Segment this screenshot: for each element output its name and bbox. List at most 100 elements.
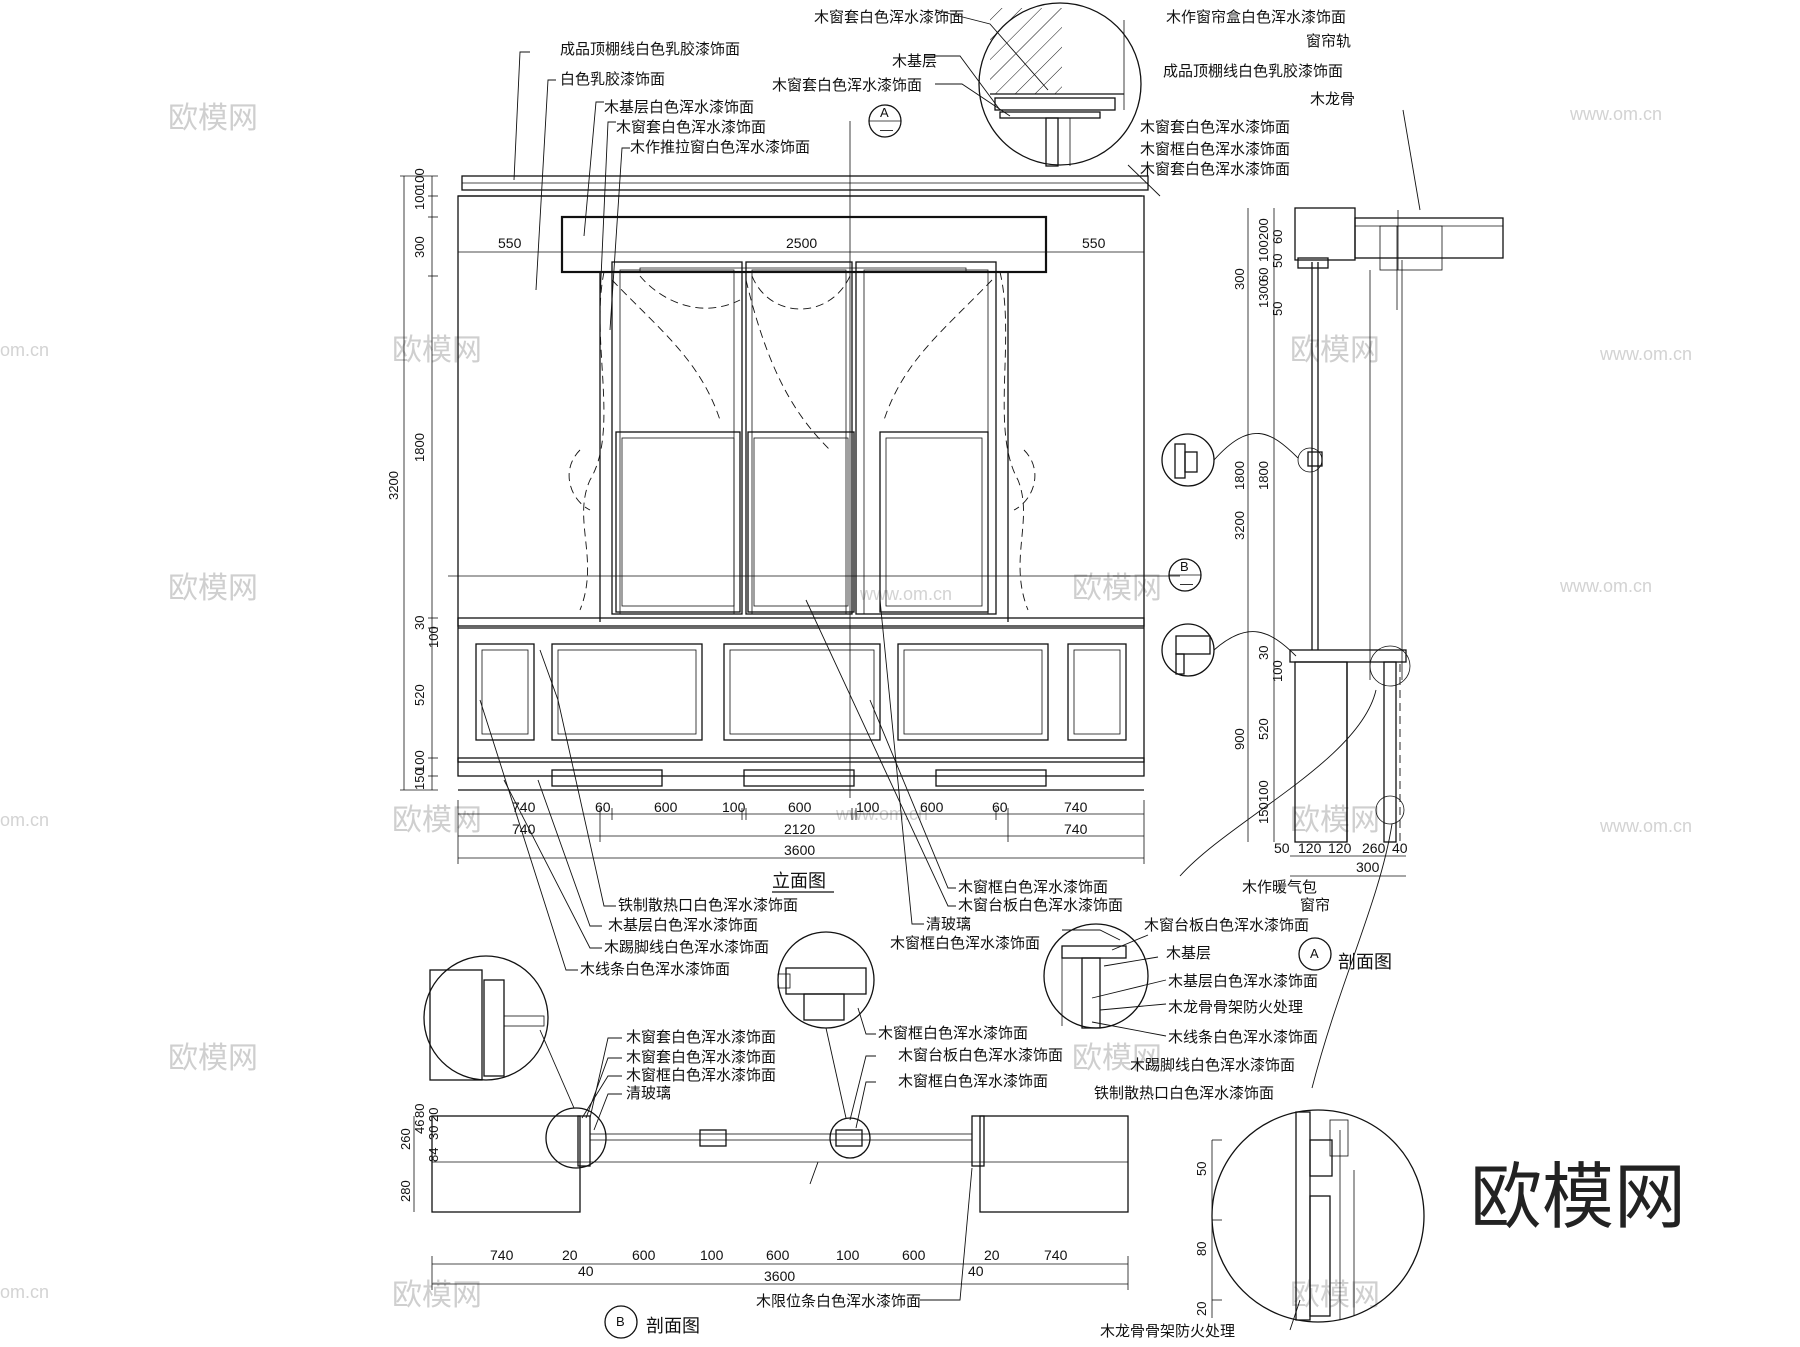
dim-bot2-740b: 740: [1064, 821, 1088, 837]
label-wood-keel: 木龙骨: [1310, 90, 1355, 108]
watermark-text: 欧模网: [392, 1278, 482, 1313]
label-b-sill: 木窗台板白色浑水漆饰面: [898, 1046, 1063, 1064]
label-b-frame2: 木窗框白色浑水漆饰面: [898, 1072, 1048, 1090]
detail-sill-labels: 木窗台板白色浑水漆饰面 木基层 木基层白色浑水漆饰面 木龙骨骨架防火处理 木线条…: [1094, 916, 1318, 1340]
dim-bot-60a: 60: [595, 799, 611, 815]
label-radiator-box: 木作暖气包: [1242, 878, 1317, 896]
marker-a-dash: —: [880, 122, 893, 137]
label-skirting: 木踢脚线白色浑水漆饰面: [604, 938, 769, 956]
label-b-casing1: 木窗套白色浑水漆饰面: [626, 1028, 776, 1046]
sa-dim-300: 300: [1232, 268, 1247, 290]
detail-top-circle: [925, 2, 1161, 197]
dim-bot-740b: 740: [1064, 799, 1088, 815]
dim-bot2-2120: 2120: [784, 821, 815, 837]
section-b-drawing: [413, 931, 1129, 1339]
sa-dim-100b: 100: [1270, 660, 1285, 682]
sa-dim-1300: 1300: [1256, 279, 1271, 308]
section-a-dims: 200 100 300 1800 1800 30 100 520 100 150…: [1232, 218, 1408, 875]
label-ceiling-line: 成品顶棚线白色乳胶漆饰面: [560, 40, 740, 58]
elevation-title: 立面图: [772, 871, 826, 892]
label-white-latex: 白色乳胶漆饰面: [560, 70, 665, 88]
dim-bot-740a: 740: [512, 799, 536, 815]
label-b-frame-mid: 木窗框白色浑水漆饰面: [878, 1024, 1028, 1042]
dim-left-100b: 100: [412, 168, 427, 190]
label-wood-strip: 木线条白色浑水漆饰面: [580, 960, 730, 978]
dim-top-2500: 2500: [786, 235, 817, 251]
dim-bot2-740a: 740: [512, 821, 536, 837]
watermark-text: 欧模网: [168, 571, 258, 606]
label-radiator-vent: 铁制散热口白色浑水漆饰面: [618, 896, 798, 914]
label-b-glass: 清玻璃: [626, 1084, 671, 1102]
dim-bot-600a: 600: [654, 799, 678, 815]
label-frame-white: 木窗框白色浑水漆饰面: [958, 878, 1108, 896]
watermark-text: 欧模网: [392, 803, 482, 838]
dim-left-300: 300: [412, 236, 427, 258]
sa-dim-b260: 260: [1362, 840, 1386, 856]
watermark-url: www.om.cn: [1599, 816, 1692, 836]
label-ceiling-line-r: 成品顶棚线白色乳胶漆饰面: [1163, 62, 1343, 80]
sb-dim-20: 20: [426, 1108, 441, 1122]
watermark-text: 欧模网: [1072, 1041, 1162, 1076]
sb-dim-84: 84: [426, 1148, 441, 1162]
dim-bot-100b: 100: [856, 799, 880, 815]
watermark-url: www.om.cn: [1599, 344, 1692, 364]
sa-dim-1800b: 1800: [1256, 461, 1271, 490]
watermark-url: www.om.cn: [859, 584, 952, 604]
dim-top-550-right: 550: [1082, 235, 1106, 251]
label-wood-casing-white: 木窗套白色浑水漆饰面: [616, 118, 766, 136]
watermark-url-short: om.cn: [0, 810, 49, 830]
watermark-url: www.om.cn: [1559, 576, 1652, 596]
sa-dim-900: 900: [1232, 728, 1247, 750]
sa-dim-60b: 60: [1256, 268, 1271, 282]
detail-dim-50: 50: [1194, 1162, 1209, 1176]
marker-a-label: A: [880, 105, 889, 120]
watermark-url-short: om.cn: [0, 340, 49, 360]
watermark-text: 欧模网: [1072, 571, 1162, 606]
watermark-text: 欧模网: [1290, 333, 1380, 368]
sb-dim-740b: 740: [1044, 1247, 1068, 1263]
sa-dim-b120a: 120: [1298, 840, 1322, 856]
label-d-keel-fire2: 木龙骨骨架防火处理: [1100, 1322, 1235, 1340]
label-d-sill: 木窗台板白色浑水漆饰面: [1144, 916, 1309, 934]
dim-left-100a: 100: [412, 188, 427, 210]
section-b-ref-circle: [604, 1305, 638, 1339]
sa-dim-30: 30: [1256, 646, 1271, 660]
label-b-frame-top: 木窗框白色浑水漆饰面: [890, 934, 1040, 952]
label-d-skirting: 木踢脚线白色浑水漆饰面: [1130, 1056, 1295, 1074]
sb-dim-100a: 100: [700, 1247, 724, 1263]
label-r-casing: 木窗套白色浑水漆饰面: [1140, 118, 1290, 136]
section-a-drawing: [1161, 109, 1504, 1089]
watermark-text: 欧模网: [1290, 803, 1380, 838]
dim-bot-100a: 100: [722, 799, 746, 815]
sa-dim-150: 150: [1256, 802, 1271, 824]
sa-dim-200: 200: [1256, 218, 1271, 240]
elevation-drawing: A — B — 550 2500 550 100 100 300 1800 30…: [386, 104, 1202, 893]
label-curtain-rail: 窗帘轨: [1306, 32, 1351, 50]
label-d-strip: 木线条白色浑水漆饰面: [1168, 1028, 1318, 1046]
sa-dim-3200: 3200: [1232, 511, 1247, 540]
watermark-text: 欧模网: [168, 1041, 258, 1076]
sb-dim-600a: 600: [632, 1247, 656, 1263]
dim-left-100c: 100: [426, 626, 441, 648]
label-curtain-box: 木作窗帘盒白色浑水漆饰面: [1166, 8, 1346, 26]
label-b-stop: 木限位条白色浑水漆饰面: [756, 1292, 921, 1310]
label-wood-base-layer: 木基层白色浑水漆饰面: [608, 916, 758, 934]
section-b-title: 剖面图: [646, 1316, 700, 1337]
dim-left-150: 150: [412, 768, 427, 790]
section-b-labels: 木窗套白色浑水漆饰面 木窗套白色浑水漆饰面 木窗框白色浑水漆饰面 清玻璃 木窗框…: [616, 934, 1063, 1337]
label-b-frame: 木窗框白色浑水漆饰面: [626, 1066, 776, 1084]
sa-dim-60a: 60: [1270, 230, 1285, 244]
dim-top-550-left: 550: [498, 235, 522, 251]
sa-dim-50b: 50: [1270, 302, 1285, 316]
label-curtain: 窗帘: [1300, 896, 1330, 914]
detail-dim-20: 20: [1194, 1302, 1209, 1316]
detail-skirting-circle: 50 80 20: [1194, 1109, 1425, 1331]
sb-dim-260: 260: [398, 1128, 413, 1150]
watermark-text: 欧模网: [392, 333, 482, 368]
sb-dim-20a: 20: [562, 1247, 578, 1263]
elevation-labels: 成品顶棚线白色乳胶漆饰面 白色乳胶漆饰面 木基层白色浑水漆饰面 木窗套白色浑水漆…: [560, 40, 1123, 978]
detail-sill-circle: [1043, 923, 1167, 1037]
elevation-leaders: [479, 51, 956, 971]
label-r-frame: 木窗框白色浑水漆饰面: [1140, 140, 1290, 158]
sa-dim-b40: 40: [1392, 840, 1408, 856]
